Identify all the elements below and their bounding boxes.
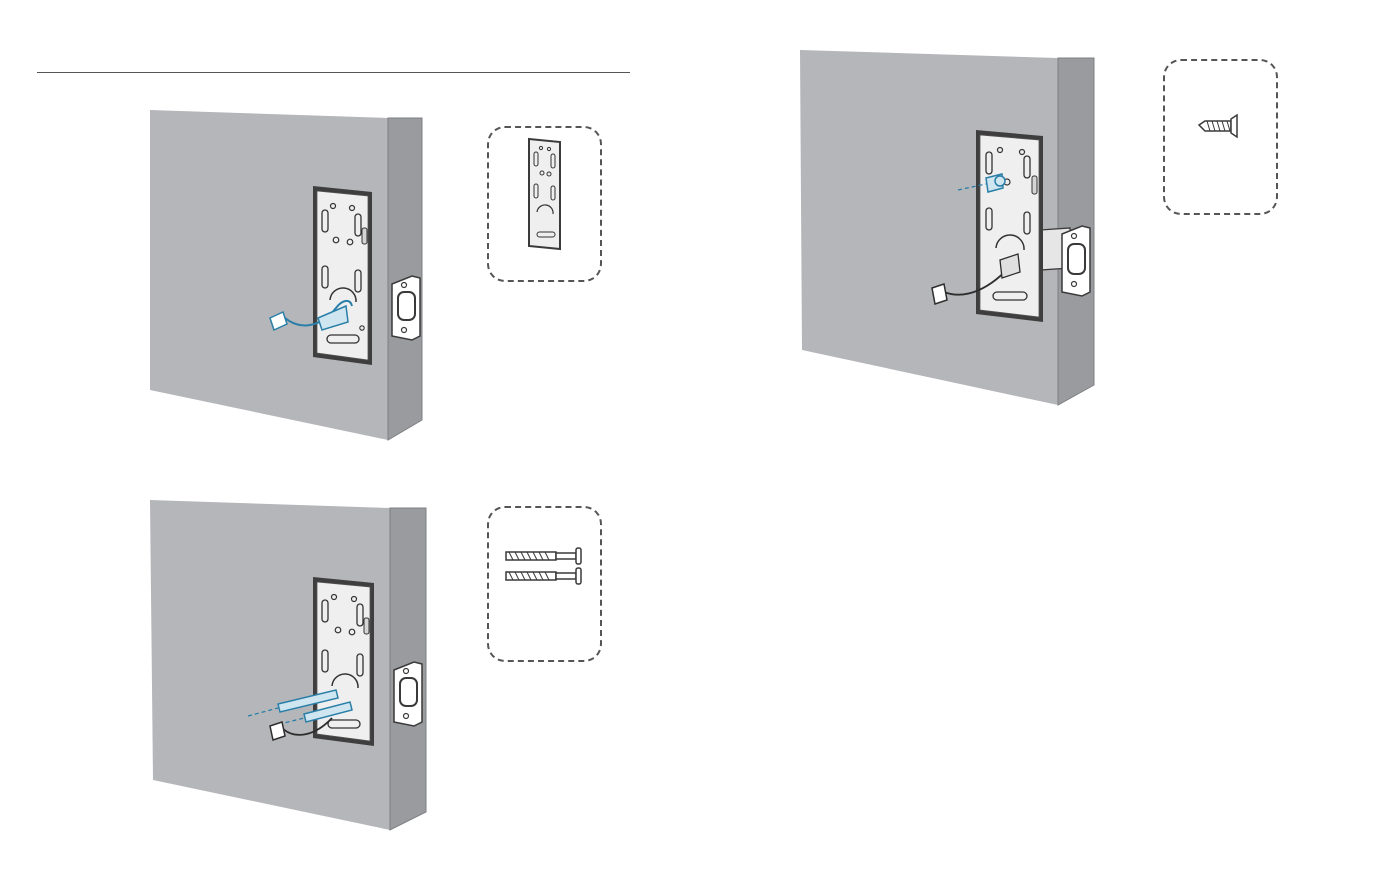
long-bolt-icon — [506, 568, 581, 584]
mounting-plate — [313, 577, 374, 746]
latch-faceplate — [1062, 226, 1090, 296]
long-bolt-icon — [506, 548, 581, 564]
parts-callout-long-bolts — [487, 506, 602, 662]
long-bolts-group — [489, 508, 599, 658]
parts-callout-wood-screw — [1163, 59, 1278, 215]
mounting-plate — [976, 130, 1043, 322]
latch-faceplate — [394, 662, 422, 726]
wood-screw-icon — [1165, 61, 1275, 211]
